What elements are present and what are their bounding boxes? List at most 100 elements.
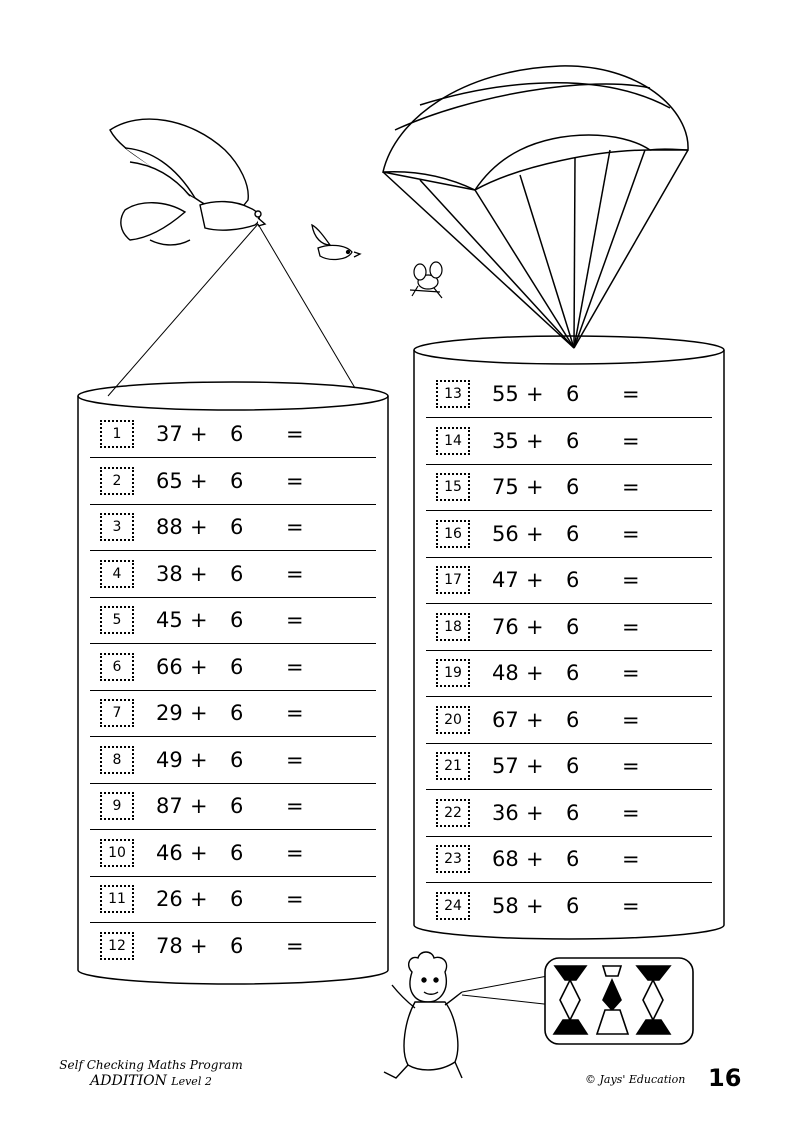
addend-2: 6 [230, 933, 244, 958]
plus-sign: + [190, 608, 208, 632]
addend-1: 78 [156, 933, 183, 958]
addend-2: 6 [566, 661, 580, 685]
problem-row: 21 57 + 6 = [426, 744, 712, 790]
problem-number: 22 [436, 798, 470, 827]
problem-number: 5 [100, 606, 134, 634]
plus-sign: + [526, 521, 544, 546]
addend-1: 76 [492, 614, 519, 639]
problem-row: 5 45 + 6 = [90, 598, 376, 644]
problem-row: 10 46 + 6 = [90, 831, 376, 877]
equals-sign: = [286, 840, 304, 865]
problem-row: 8 49 + 6 = [90, 738, 376, 784]
addend-1: 55 [492, 382, 519, 406]
bee-icon [409, 261, 443, 299]
problem-number: 23 [436, 845, 470, 873]
plus-sign: + [190, 468, 208, 493]
problem-row: 20 67 + 6 = [426, 698, 712, 744]
plus-sign: + [526, 568, 544, 592]
equals-sign: = [286, 701, 304, 725]
addend-1: 35 [492, 428, 519, 453]
right-cylinder [413, 335, 725, 940]
problem-row: 1 37 + 6 = [90, 412, 376, 458]
problem-row: 17 47 + 6 = [426, 558, 712, 604]
addend-1: 26 [156, 887, 183, 911]
plus-sign: + [526, 847, 544, 871]
left-cylinder [77, 381, 389, 985]
addend-2: 6 [566, 382, 580, 406]
equals-sign: = [622, 428, 640, 453]
problem-number: 18 [436, 612, 470, 641]
addend-2: 6 [566, 893, 580, 918]
plus-sign: + [526, 800, 544, 825]
equals-sign: = [286, 794, 304, 818]
plus-sign: + [526, 614, 544, 639]
right-problem-column: 13 55 + 6 = 14 35 + 6 = 15 75 + 6 = 16 5… [414, 372, 724, 932]
parrot-icon [109, 118, 267, 246]
addend-2: 6 [566, 847, 580, 871]
equals-sign: = [286, 422, 304, 446]
addend-2: 6 [230, 747, 244, 772]
addend-1: 67 [492, 707, 519, 732]
plus-sign: + [526, 754, 544, 778]
equals-sign: = [622, 847, 640, 871]
plus-sign: + [190, 561, 208, 586]
strings [107, 223, 356, 397]
plus-sign: + [190, 515, 208, 539]
problem-row: 19 48 + 6 = [426, 651, 712, 697]
problem-number: 21 [436, 752, 470, 780]
addend-2: 6 [230, 468, 244, 493]
addend-1: 46 [156, 840, 183, 865]
addend-1: 68 [492, 847, 519, 871]
plus-sign: + [190, 422, 208, 446]
problem-row: 23 68 + 6 = [426, 837, 712, 883]
addend-1: 58 [492, 893, 519, 918]
problem-row: 4 38 + 6 = [90, 552, 376, 598]
plus-sign: + [526, 661, 544, 685]
problem-row: 16 56 + 6 = [426, 512, 712, 558]
problem-row: 11 26 + 6 = [90, 877, 376, 923]
problem-number: 4 [100, 559, 134, 588]
addend-2: 6 [230, 561, 244, 586]
plus-sign: + [526, 707, 544, 732]
problem-number: 10 [100, 838, 134, 867]
copyright: © Jays' Education [585, 1073, 686, 1086]
problem-number: 20 [436, 705, 470, 734]
plus-sign: + [190, 933, 208, 958]
problem-number: 15 [436, 473, 470, 501]
addend-1: 56 [492, 521, 519, 546]
addend-1: 47 [492, 568, 519, 592]
equals-sign: = [286, 561, 304, 586]
plus-sign: + [526, 382, 544, 406]
problem-number: 9 [100, 792, 134, 820]
equals-sign: = [622, 382, 640, 406]
program-info: Self Checking Maths Program ADDITION Lev… [56, 1057, 246, 1090]
problem-row: 13 55 + 6 = [426, 372, 712, 418]
addend-2: 6 [566, 754, 580, 778]
addend-1: 38 [156, 561, 183, 586]
addend-2: 6 [566, 568, 580, 592]
plus-sign: + [190, 794, 208, 818]
small-bird-icon [311, 223, 362, 261]
addend-2: 6 [230, 840, 244, 865]
equals-sign: = [622, 661, 640, 685]
problem-row: 3 88 + 6 = [90, 505, 376, 551]
equals-sign: = [286, 654, 304, 679]
addend-1: 88 [156, 515, 183, 539]
addend-2: 6 [566, 614, 580, 639]
addend-1: 57 [492, 754, 519, 778]
addend-2: 6 [230, 608, 244, 632]
equals-sign: = [286, 608, 304, 632]
problem-number: 11 [100, 885, 134, 913]
plus-sign: + [526, 428, 544, 453]
addend-1: 29 [156, 701, 183, 725]
plus-sign: + [190, 701, 208, 725]
addend-2: 6 [230, 887, 244, 911]
problem-number: 16 [436, 519, 470, 548]
addend-2: 6 [566, 428, 580, 453]
problem-row: 14 35 + 6 = [426, 419, 712, 465]
plus-sign: + [190, 840, 208, 865]
addend-2: 6 [566, 521, 580, 546]
addend-2: 6 [566, 707, 580, 732]
cartoon-character-icon [383, 951, 554, 1079]
